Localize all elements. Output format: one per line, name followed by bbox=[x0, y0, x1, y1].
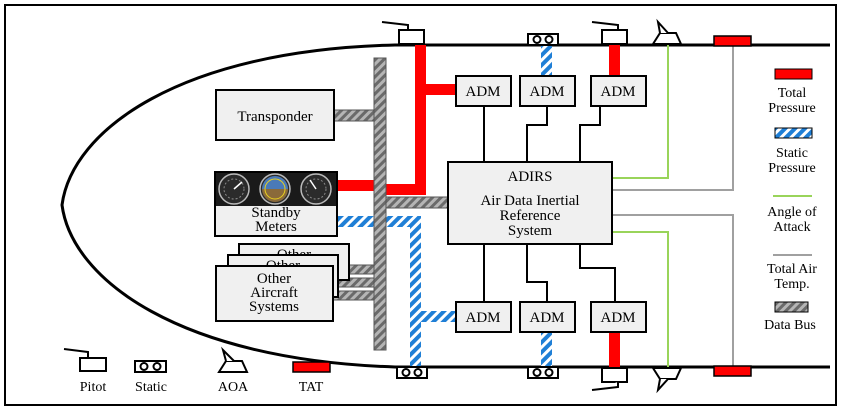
legend-pitot: Pitot bbox=[80, 380, 107, 395]
pitot-legend-icon bbox=[63, 348, 107, 372]
aoa-vane-icon bbox=[651, 18, 683, 45]
adm-label: ADM bbox=[600, 84, 635, 100]
transponder-label: Transponder bbox=[237, 109, 312, 125]
aoa-lines bbox=[612, 45, 669, 367]
legend-static-pressure-1: Static bbox=[776, 146, 808, 161]
tat-legend-icon bbox=[292, 361, 331, 373]
legend-total-pressure-1: Total bbox=[778, 86, 807, 101]
adm-box-bottom-3: ADM bbox=[590, 301, 647, 333]
tat-sensor-icon bbox=[713, 365, 752, 377]
frame bbox=[4, 4, 837, 406]
adirs-box: ADIRS Air Data Inertial Reference System bbox=[447, 161, 613, 245]
legend-aoa-2: Attack bbox=[773, 220, 810, 235]
legend-tat-1: Total Air bbox=[767, 262, 817, 277]
gauge-icon bbox=[218, 173, 332, 205]
data-bus bbox=[332, 57, 449, 351]
other-front-label-2: Aircraft bbox=[250, 285, 298, 301]
static-port-icon bbox=[527, 33, 559, 46]
legend-tat: TAT bbox=[299, 380, 324, 395]
tat-lines bbox=[612, 45, 734, 367]
static-pressure-lines bbox=[338, 45, 552, 367]
adm-label: ADM bbox=[529, 84, 564, 100]
other-aircraft-systems-box: Other Aircraft Systems bbox=[215, 265, 334, 322]
adm-connection-lines bbox=[483, 106, 616, 302]
standby-label-2: Meters bbox=[255, 219, 297, 235]
standby-meters-box: Standby Meters bbox=[214, 171, 338, 237]
transponder-box: Transponder bbox=[215, 89, 335, 141]
adm-box-top-1: ADM bbox=[455, 75, 512, 107]
pitot-sensor-icon bbox=[381, 21, 628, 45]
legend-static: Static bbox=[135, 380, 167, 395]
adm-boxes: ADM ADM ADM ADM ADM ADM bbox=[455, 75, 647, 333]
adirs-title: ADIRS bbox=[507, 169, 552, 185]
adm-box-top-3: ADM bbox=[590, 75, 647, 107]
legend-aoa: AOA bbox=[218, 380, 249, 395]
adm-label: ADM bbox=[529, 310, 564, 326]
legend-aoa-1: Angle of bbox=[767, 205, 817, 220]
adm-box-bottom-2: ADM bbox=[519, 301, 576, 333]
adirs-line-3: System bbox=[508, 223, 553, 239]
legend-data-bus: Data Bus bbox=[764, 318, 816, 333]
other-front-label-1: Other bbox=[257, 271, 291, 287]
adirs-line-1: Air Data Inertial bbox=[480, 193, 579, 209]
total-pressure-swatch bbox=[774, 68, 813, 80]
legend-right: Total Pressure Static Pressure Angle of … bbox=[764, 68, 817, 333]
fuselage-outline bbox=[60, 43, 830, 369]
legend-total-pressure-2: Pressure bbox=[768, 101, 815, 116]
standby-label-1: Standby bbox=[251, 205, 301, 221]
other-front-label-3: Systems bbox=[249, 299, 299, 315]
data-bus-swatch bbox=[774, 301, 809, 313]
adm-label: ADM bbox=[465, 310, 500, 326]
adm-label: ADM bbox=[600, 310, 635, 326]
adirs-line-2: Reference bbox=[500, 208, 561, 224]
total-pressure-lines bbox=[335, 45, 620, 367]
legend-tat-2: Temp. bbox=[774, 277, 809, 292]
pitot-sensor-icon bbox=[591, 367, 628, 391]
adm-box-top-2: ADM bbox=[519, 75, 576, 107]
legend-bottom: Pitot Static AOA TAT bbox=[63, 346, 331, 395]
static-port-icon bbox=[396, 366, 559, 379]
static-legend-icon bbox=[134, 360, 167, 373]
adm-box-bottom-1: ADM bbox=[455, 301, 512, 333]
aoa-vane-icon bbox=[651, 367, 683, 394]
tat-sensor-icon bbox=[713, 35, 752, 47]
legend-static-pressure-2: Pressure bbox=[768, 161, 815, 176]
static-pressure-swatch bbox=[774, 127, 813, 139]
aoa-legend-icon bbox=[217, 346, 249, 373]
adm-label: ADM bbox=[465, 84, 500, 100]
